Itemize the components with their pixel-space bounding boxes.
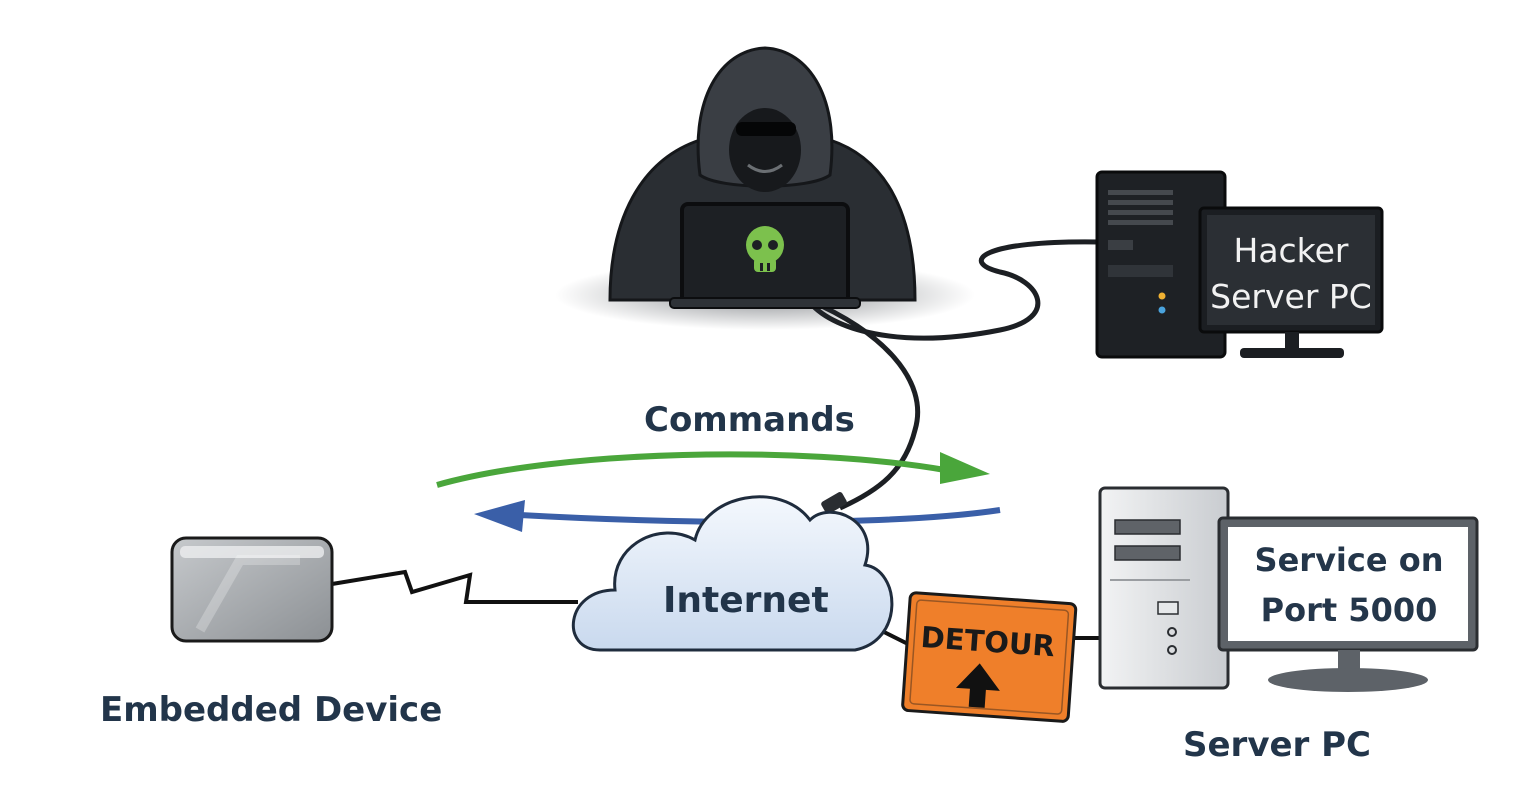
laptop-to-internet-cable <box>807 297 921 514</box>
hacker-server-screen-text: Hacker Server PC <box>1210 231 1372 316</box>
service-screen-text: Service on Port 5000 <box>1254 541 1444 629</box>
server-pc-tower <box>1098 486 1230 690</box>
server-pc-label: Server PC <box>1183 725 1372 765</box>
server-pc-monitor <box>1217 516 1479 692</box>
hacker-pc-tower <box>1095 170 1227 359</box>
embedded-device-label: Embedded Device <box>100 690 443 730</box>
hacker-pc-monitor <box>1198 206 1384 358</box>
commands-label: Commands <box>644 400 855 440</box>
embedded-device-link <box>331 569 578 604</box>
commands-arrow <box>436 451 990 488</box>
internet-label: Internet <box>663 580 829 621</box>
skull-icon <box>746 226 784 272</box>
embedded-device-icon <box>170 536 334 643</box>
internet-cloud <box>571 495 894 652</box>
detour-sign-icon <box>901 591 1078 723</box>
